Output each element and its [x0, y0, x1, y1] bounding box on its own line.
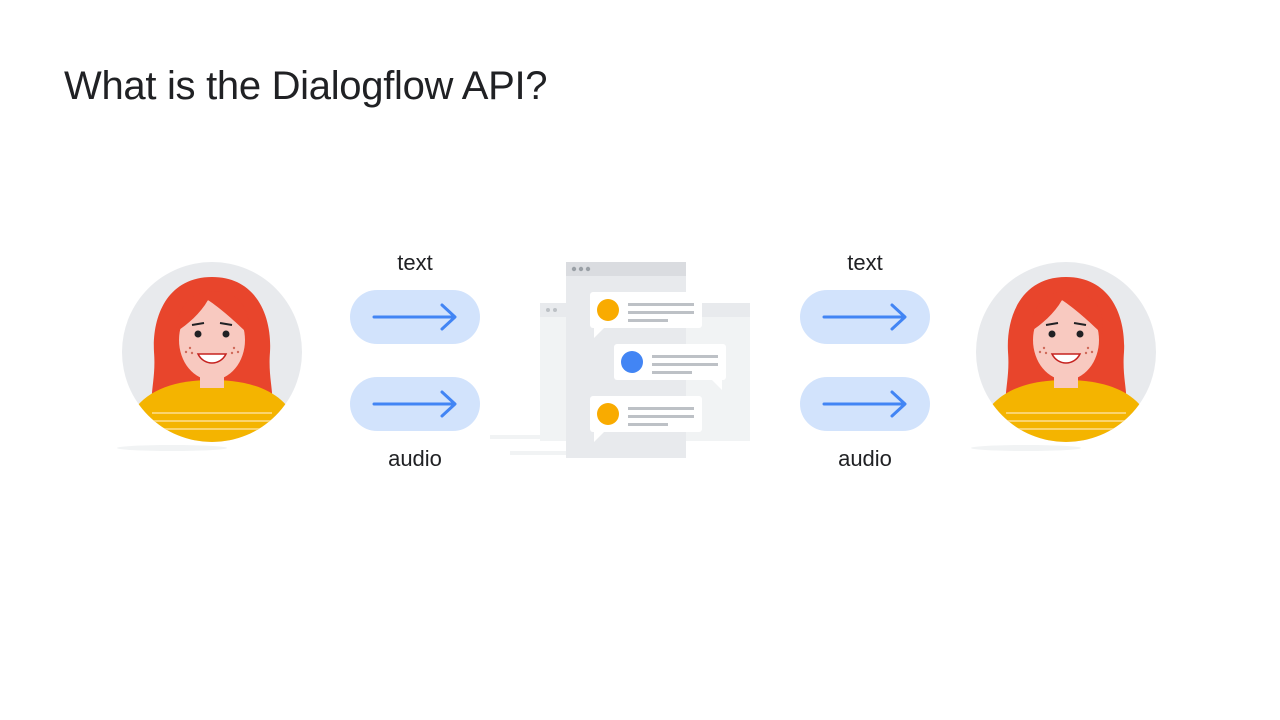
arrow-right-icon: [822, 303, 907, 331]
flow-left-text-pill: [350, 290, 480, 344]
flow-left-audio-pill: [350, 377, 480, 431]
avatar-woman-icon-left: [117, 262, 302, 451]
slide-title: What is the Dialogflow API?: [64, 64, 548, 108]
flow-right-bottom-label: audio: [838, 446, 892, 471]
flow-right-text-pill: [800, 290, 930, 344]
avatar-woman-icon-right: [971, 262, 1156, 451]
flow-right-audio-pill: [800, 377, 930, 431]
arrow-right-icon: [822, 390, 907, 418]
flow-left-top-label: text: [397, 250, 433, 275]
arrow-right-icon: [372, 390, 457, 418]
flow-right-top-label: text: [847, 250, 883, 275]
chat-window-icon: [490, 262, 750, 458]
arrow-right-icon: [372, 303, 457, 331]
flow-left-bottom-label: audio: [388, 446, 442, 471]
